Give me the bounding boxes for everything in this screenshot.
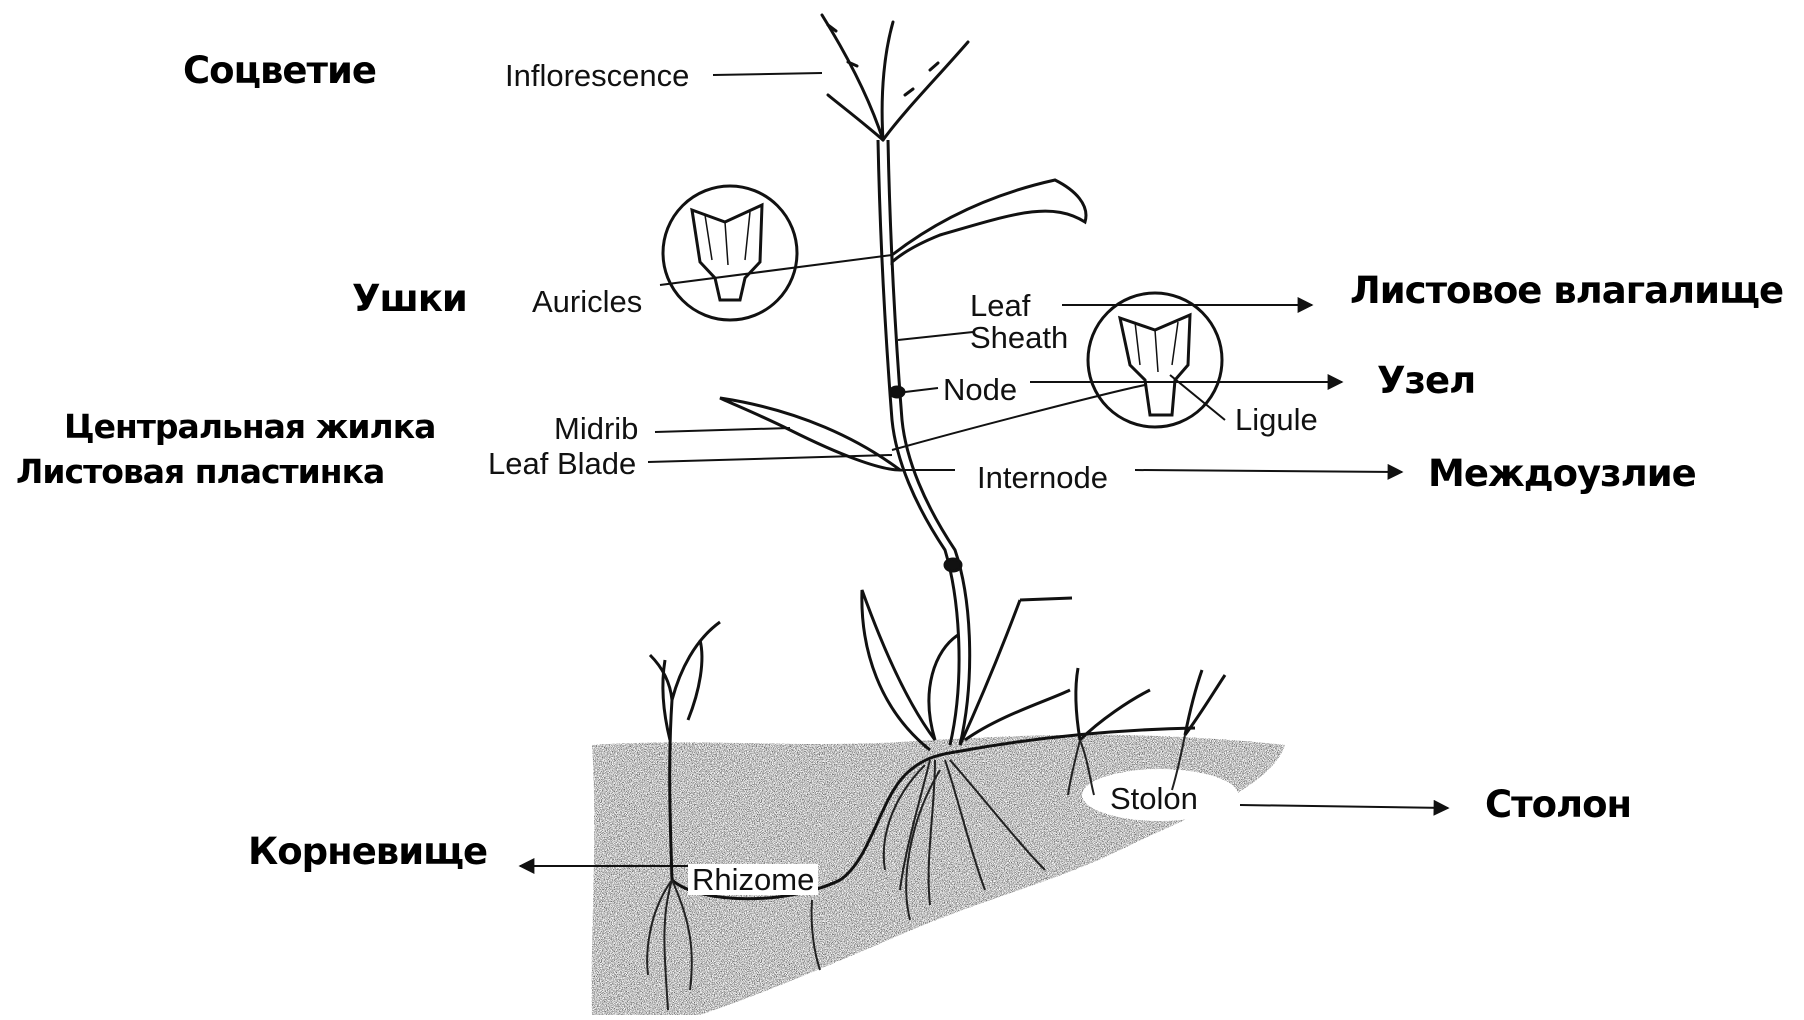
auricles-inset xyxy=(663,186,797,320)
label-stolon-en: Stolon xyxy=(1110,783,1198,814)
label-midrib-ru: Центральная жилка xyxy=(64,410,435,443)
label-rhizome-en: Rhizome xyxy=(688,864,818,895)
label-node-en: Node xyxy=(943,374,1017,405)
label-node-ru: Узел xyxy=(1377,362,1475,399)
label-inflorescence-ru: Соцветие xyxy=(183,52,376,89)
label-leaf-en: Leaf xyxy=(970,290,1030,321)
label-auricles-en: Auricles xyxy=(532,286,642,317)
label-internode-en: Internode xyxy=(977,462,1108,493)
upper-leaf xyxy=(892,180,1086,262)
label-midrib-en: Midrib xyxy=(554,413,638,444)
label-stolon-ru: Столон xyxy=(1485,786,1631,823)
label-inflorescence-en: Inflorescence xyxy=(505,60,689,91)
inflorescence-branches xyxy=(822,15,968,140)
label-internode-ru: Междоузлие xyxy=(1428,455,1696,492)
label-auricles-ru: Ушки xyxy=(352,280,467,317)
label-leaf-blade-ru: Листовая пластинка xyxy=(16,455,384,488)
label-ligule-en: Ligule xyxy=(1235,404,1318,435)
label-leaf-sheath-ru: Листовое влагалище xyxy=(1350,272,1783,309)
label-sheath-en: Sheath xyxy=(970,322,1068,353)
label-rhizome-ru: Корневище xyxy=(248,833,487,870)
label-leaf-blade-en: Leaf Blade xyxy=(488,448,636,479)
ligule-inset xyxy=(1088,293,1222,427)
